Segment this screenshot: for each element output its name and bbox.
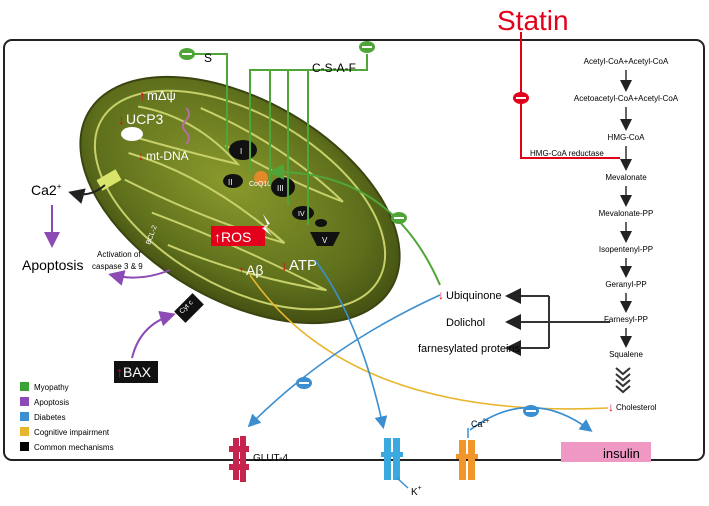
svg-text:III: III <box>277 184 284 193</box>
svg-text:IV: IV <box>298 211 305 218</box>
csaf-label: C-S-A-F <box>312 61 356 75</box>
svg-text:↓: ↓ <box>281 258 288 273</box>
mtdna-label: mt-DNA <box>146 149 189 163</box>
mitochondrion <box>79 75 401 325</box>
ros-box <box>211 226 265 246</box>
legend-swatch <box>20 412 29 421</box>
mtdna-strand-icon <box>182 107 190 145</box>
statin-inhibition-line <box>520 32 620 159</box>
svg-text:II: II <box>228 178 232 187</box>
katp-channel-icon <box>381 438 403 480</box>
bax-label: ↑BAX <box>116 364 152 380</box>
legend-label: Myopathy <box>34 383 69 392</box>
ca-membrane-label: Ca2+ <box>471 419 490 429</box>
glut4-label: GLUT-4 <box>253 453 288 464</box>
bax-arrow <box>131 310 176 359</box>
ubiquinone-coq10-arrow <box>268 163 441 286</box>
statin-label: Statin <box>497 5 569 36</box>
pathway-step: Geranyl-PP <box>605 280 646 289</box>
cholesterol-label: Cholesterol <box>616 403 657 412</box>
pathway-step: HMG-CoA <box>608 133 646 142</box>
pathway-step: Mevalonate <box>605 173 647 182</box>
atp-label: ATP <box>289 257 317 274</box>
complex-ii <box>223 174 243 188</box>
lightning-icon <box>262 214 272 236</box>
pathway-step: Acetoacetyl-CoA+Acetyl-CoA <box>574 94 679 103</box>
glut4-channel-icon <box>229 436 249 482</box>
ubiquinone-arrow-icon: ↓ <box>438 288 444 302</box>
ca-left-label: Ca2+ <box>31 182 62 198</box>
legend-swatch <box>20 427 29 436</box>
ca-channel-membrane-icon <box>456 440 478 480</box>
complex-v <box>310 232 340 246</box>
ubiquinone-glut4-arrow <box>247 294 441 428</box>
vesicle-icon <box>121 127 143 141</box>
insulin-label: insulin <box>603 446 640 461</box>
pathway-step: Farnesyl-PP <box>604 315 648 324</box>
legend-swatch <box>20 397 29 406</box>
caspase-arrow <box>108 269 171 286</box>
farnesylated-proteins-label: farnesylated proteins <box>418 343 521 355</box>
enzyme-label: HMG-CoA reductase <box>530 149 604 158</box>
activation-label-1: Activation of <box>97 250 141 259</box>
cholesterol-arrow-icon: ↓ <box>608 400 614 414</box>
activation-label-2: caspase 3 & 9 <box>92 262 143 271</box>
dolichol-label: Dolichol <box>446 317 485 329</box>
ca-release-arrow <box>68 184 106 204</box>
k-label: K+ <box>411 485 422 498</box>
svg-text:↓: ↓ <box>118 112 125 127</box>
mdpsi-label: mΔψ <box>147 88 176 103</box>
complex-cytc-small <box>315 219 327 227</box>
legend-label: Diabetes <box>34 413 66 422</box>
pathway-step: Acetyl-CoA+Acetyl-CoA <box>584 57 669 66</box>
ros-label: ↑ROS <box>214 229 251 245</box>
legend-label: Apoptosis <box>34 398 69 407</box>
bax-box <box>114 361 158 383</box>
apoptosis-label: Apoptosis <box>22 257 83 273</box>
legend-label: Cognitive impairment <box>34 428 110 437</box>
coq10-label: CoQ10 <box>249 181 271 188</box>
svg-text:V: V <box>322 236 328 245</box>
legend-label: Common mechanisms <box>34 443 114 452</box>
ubiquinone-label: Ubiquinone <box>446 290 502 302</box>
cytc-box <box>174 293 204 323</box>
pathway-step: Squalene <box>609 350 643 359</box>
svg-text:I: I <box>240 147 242 156</box>
ca-channel-icon <box>96 169 122 191</box>
svg-text:↓: ↓ <box>138 149 144 163</box>
complex-i <box>229 140 257 160</box>
svg-text:↑: ↑ <box>139 88 146 103</box>
mevalonate-pathway: Acetyl-CoA+Acetyl-CoA Acetoacetyl-CoA+Ace… <box>574 57 679 359</box>
ucp3-label: UCP3 <box>126 111 164 127</box>
cell-boundary <box>3 39 705 461</box>
coq10-icon <box>254 171 268 185</box>
svg-text:↑: ↑ <box>238 263 245 278</box>
s-label: S <box>204 51 212 65</box>
pathway-step: Mevalonate-PP <box>599 209 654 218</box>
legend-swatch <box>20 442 29 451</box>
insulin-box <box>561 442 651 462</box>
chevron-arrows-icon <box>615 367 631 394</box>
atp-katp-arrow <box>314 259 388 430</box>
legend-swatch <box>20 382 29 391</box>
abeta-label: Aβ <box>246 262 263 278</box>
pathway-step: Isopentenyl-PP <box>599 245 653 254</box>
